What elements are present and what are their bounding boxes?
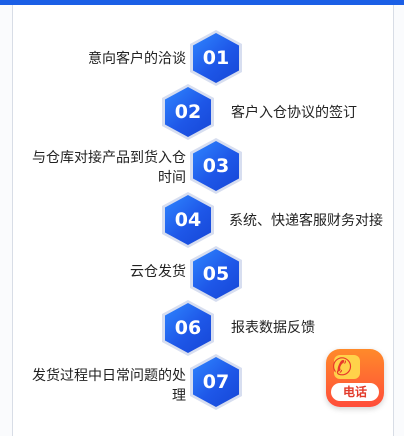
step-2-number: 02 xyxy=(174,101,202,123)
top-accent-bar xyxy=(0,0,404,5)
step-6-number: 06 xyxy=(174,317,202,339)
step-3-number: 03 xyxy=(202,155,230,177)
phone-icon: ✆ xyxy=(332,353,353,381)
step-1-hexagon: 01 xyxy=(190,30,242,86)
call-button-label: 电话 xyxy=(331,383,379,401)
step-7-label-line-2: 理 xyxy=(172,388,186,404)
step-1-label: 意向客户的洽谈 xyxy=(88,51,186,67)
step-4-number: 04 xyxy=(174,209,202,231)
step-4-label: 系统、快递客服财务对接 xyxy=(229,213,383,229)
step-3-label-line-2: 时间 xyxy=(158,170,186,186)
step-5-label: 云仓发货 xyxy=(130,264,186,280)
step-3-label-line-1: 与仓库对接产品到货入仓 xyxy=(32,150,186,166)
step-2-label: 客户入仓协议的签订 xyxy=(231,105,357,121)
step-1-number: 01 xyxy=(202,47,230,69)
step-6-label: 报表数据反馈 xyxy=(231,320,315,336)
step-5-number: 05 xyxy=(202,263,230,285)
call-button[interactable]: ✆ 电话 xyxy=(326,349,384,407)
step-7-number: 07 xyxy=(202,371,230,393)
call-button-badge xyxy=(334,355,360,379)
step-3-label: 与仓库对接产品到货入仓 时间 xyxy=(32,148,186,188)
step-6-hexagon: 06 xyxy=(162,300,214,356)
step-7-label-line-1: 发货过程中日常问题的处 xyxy=(32,368,186,384)
step-7-hexagon: 07 xyxy=(190,354,242,410)
step-7-label: 发货过程中日常问题的处 理 xyxy=(32,366,186,406)
